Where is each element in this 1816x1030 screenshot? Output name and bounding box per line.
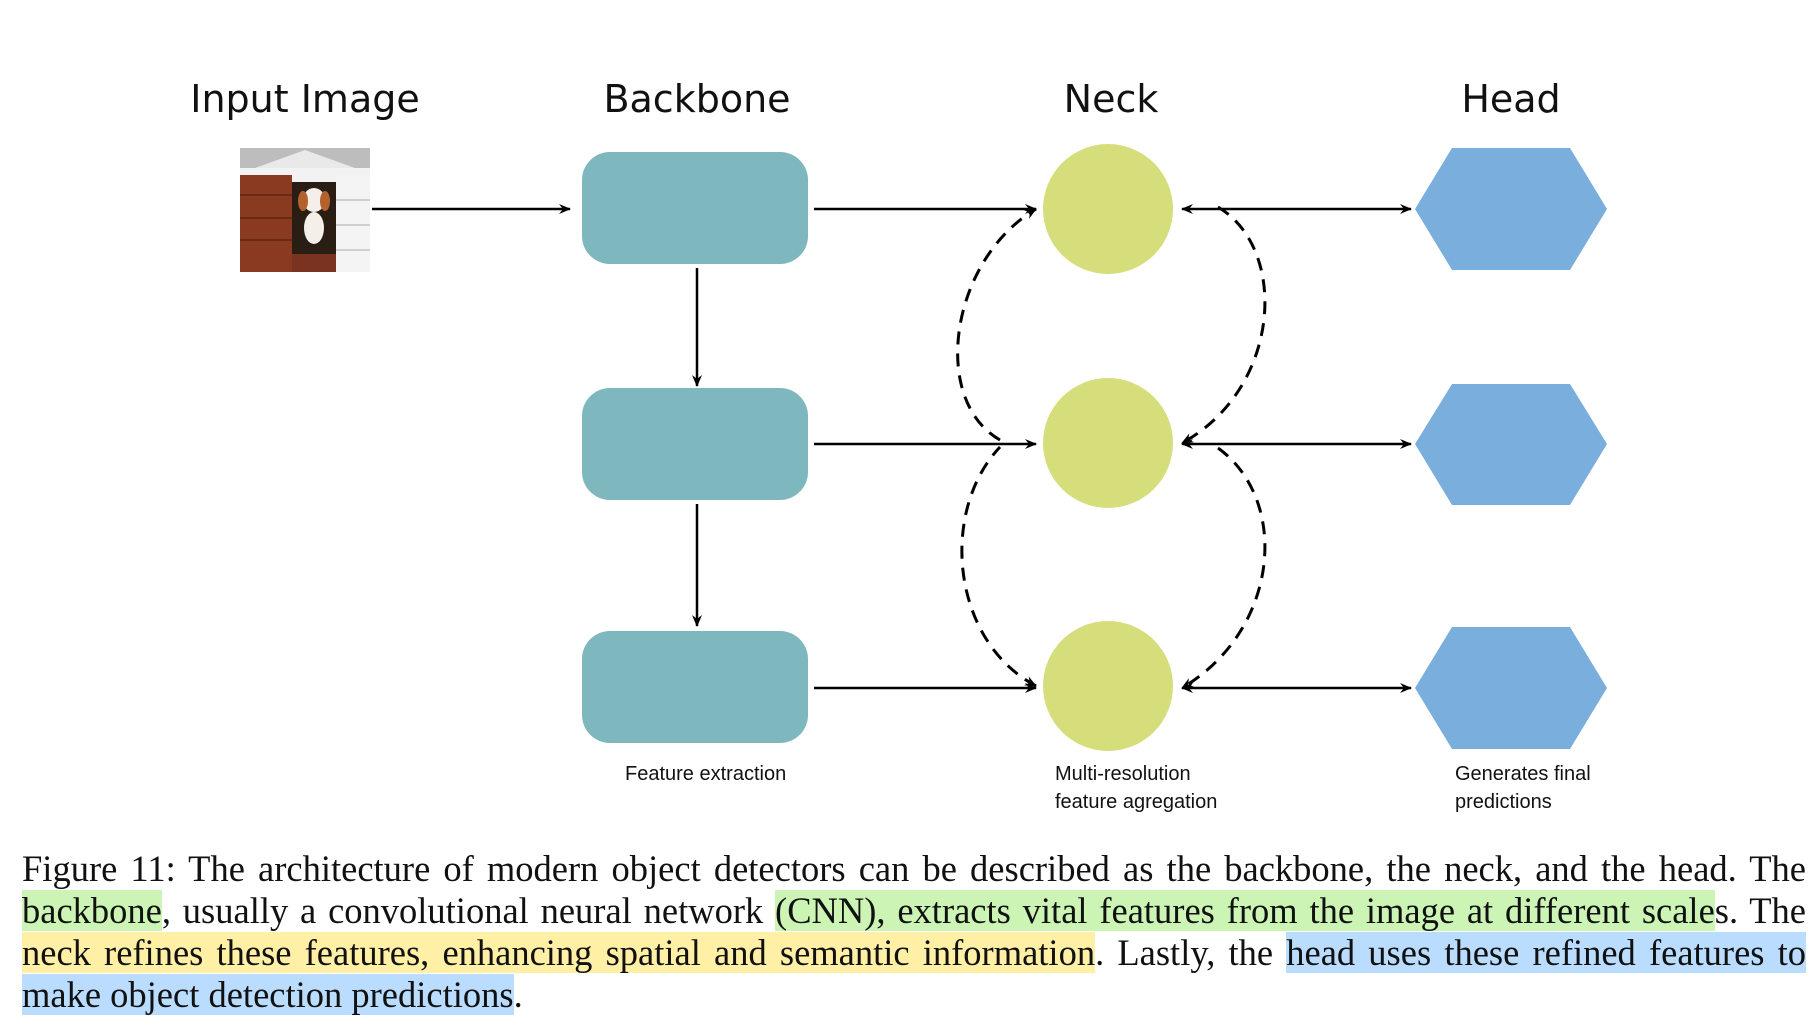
- backbone-block-2: [582, 388, 808, 500]
- head-node-3: [1415, 627, 1607, 749]
- neck-node-2: [1043, 378, 1173, 508]
- input-image-thumbnail: [240, 148, 370, 272]
- head-description-line-1: Generates final: [1455, 763, 1591, 785]
- caption-text-1: Figure 11: The architecture of modern ob…: [22, 848, 1806, 889]
- neck-description-line-2: feature agregation: [1055, 791, 1217, 813]
- neck-title: Neck: [1064, 77, 1159, 121]
- caption-highlight-backbone: backbone: [22, 890, 162, 931]
- caption-text-3: s. The: [1714, 890, 1806, 931]
- caption-text-2: , usually a convolutional neural network: [161, 890, 776, 931]
- caption-text-5: .: [513, 974, 523, 1015]
- caption-highlight-neck: neck refines these features, enhancing s…: [22, 932, 1096, 973]
- caption-highlight-cnn: (CNN), extracts vital features from the …: [775, 890, 1715, 931]
- backbone-block-3: [582, 631, 808, 743]
- dashed-arrow-neck-2-to-3-right: [1181, 446, 1267, 690]
- caption-text-4: . Lastly, the: [1095, 932, 1287, 973]
- head-node-1: [1415, 148, 1607, 270]
- backbone-title: Backbone: [603, 77, 790, 121]
- dashed-arrow-neck-2-to-1-left: [956, 207, 1037, 442]
- head-node-2: [1415, 384, 1607, 505]
- head-title: Head: [1461, 77, 1560, 121]
- dashed-arrow-neck-3-to-2-left: [960, 445, 1037, 688]
- head-description-line-2: predictions: [1455, 791, 1552, 813]
- input-image-title: Input Image: [190, 77, 419, 121]
- dashed-arrow-neck-1-to-2-right: [1181, 205, 1267, 445]
- figure-caption: Figure 11: The architecture of modern ob…: [22, 848, 1807, 1016]
- neck-node-1: [1043, 144, 1173, 274]
- neck-node-3: [1043, 621, 1173, 751]
- backbone-description: Feature extraction: [625, 763, 786, 785]
- neck-description-line-1: Multi-resolution: [1055, 763, 1191, 785]
- backbone-block-1: [582, 152, 808, 264]
